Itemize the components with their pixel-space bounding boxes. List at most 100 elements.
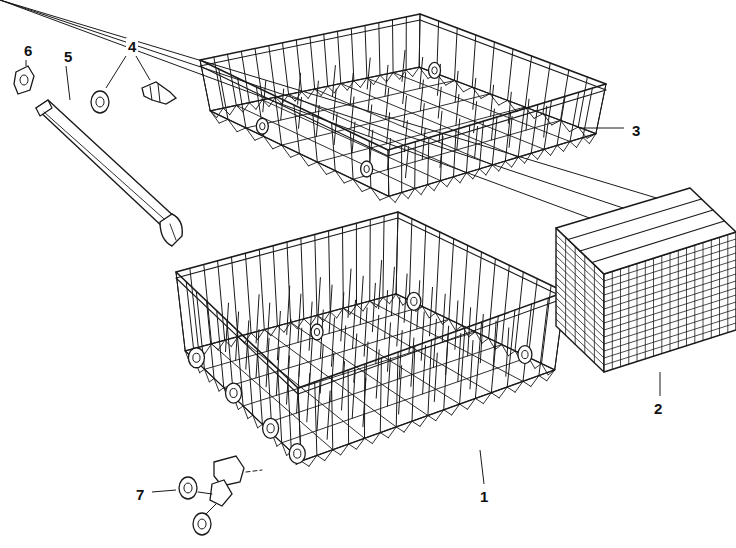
wire: [357, 305, 364, 311]
wire: [556, 235, 604, 281]
rack-base: [185, 294, 555, 461]
wire: [421, 312, 424, 360]
wire: [329, 231, 331, 312]
rack-wheel: [263, 418, 279, 438]
leader-line: [106, 56, 126, 88]
wire: [200, 369, 205, 372]
wire: [460, 328, 465, 404]
wire: [248, 415, 253, 418]
wire: [420, 57, 423, 88]
wire: [288, 378, 292, 452]
wire: [308, 162, 317, 166]
wire: [470, 341, 473, 389]
wire: [262, 345, 501, 425]
wire: [288, 320, 291, 368]
wire: [391, 267, 394, 315]
track-end: [36, 100, 52, 116]
wire: [401, 146, 402, 193]
track-stop-body: [14, 66, 34, 94]
rack-wheel: [518, 346, 532, 364]
wire: [209, 379, 214, 382]
wire: [262, 100, 269, 107]
wire: [491, 85, 494, 116]
wire: [436, 232, 440, 313]
wire: [604, 316, 736, 358]
wire: [291, 154, 300, 158]
wire: [190, 268, 198, 347]
wire: [428, 185, 435, 191]
wire: [473, 78, 476, 109]
wire: [422, 129, 425, 160]
wire: [299, 328, 302, 376]
wire: [354, 334, 357, 382]
rack-roller: [260, 123, 265, 130]
roller-clip: [142, 82, 176, 104]
rack-wheel: [294, 449, 301, 458]
rack-wheel: [188, 348, 204, 368]
wheel-assembly: [179, 456, 262, 535]
wire: [482, 338, 489, 343]
wire: [544, 149, 551, 155]
wire: [409, 305, 412, 353]
wire: [515, 272, 523, 351]
wire: [423, 346, 426, 394]
wire: [370, 301, 377, 307]
rack-roller: [256, 118, 268, 134]
wire: [556, 263, 604, 309]
wire: [365, 26, 367, 79]
wire: [474, 102, 477, 133]
callout-number: 4: [126, 38, 138, 55]
wire: [328, 86, 335, 93]
wire: [380, 433, 388, 438]
wire: [556, 249, 604, 295]
wire: [414, 142, 416, 189]
wire: [364, 364, 365, 438]
wire: [225, 340, 232, 346]
wire: [472, 35, 476, 87]
wheel: [184, 483, 192, 493]
wire: [434, 353, 437, 401]
wire: [604, 323, 736, 365]
wire: [403, 73, 406, 104]
wire: [246, 470, 262, 472]
wire: [444, 410, 452, 415]
rack-roller: [364, 165, 369, 172]
wire: [526, 99, 529, 130]
wire: [277, 443, 282, 446]
rack-base: [210, 67, 596, 196]
wire: [342, 227, 344, 308]
upper-rack: [200, 14, 606, 202]
wire: [324, 34, 328, 86]
wire: [523, 304, 532, 381]
wire: [362, 188, 371, 192]
wire: [428, 416, 436, 421]
wire: [475, 252, 481, 332]
rack-track: [36, 100, 182, 246]
wire: [534, 114, 543, 119]
wire: [508, 351, 515, 356]
wire: [298, 294, 301, 342]
roller-assembly: [91, 82, 176, 113]
wire: [456, 94, 459, 125]
wire: [505, 161, 511, 167]
wire: [255, 137, 264, 141]
rack-roller: [361, 161, 373, 177]
wire: [556, 242, 604, 288]
wire: [269, 46, 276, 98]
lower-rack: [176, 212, 565, 466]
wire: [454, 177, 461, 183]
wire: [439, 111, 442, 142]
wheel: [198, 519, 206, 529]
wire: [255, 49, 262, 100]
wire: [317, 455, 325, 460]
wire: [333, 450, 341, 455]
wire: [367, 78, 374, 85]
wire: [258, 424, 263, 427]
wire: [338, 31, 341, 83]
wire: [508, 49, 514, 100]
wire: [604, 281, 736, 323]
wire: [259, 250, 264, 330]
wire: [402, 192, 409, 198]
wire: [176, 272, 185, 351]
